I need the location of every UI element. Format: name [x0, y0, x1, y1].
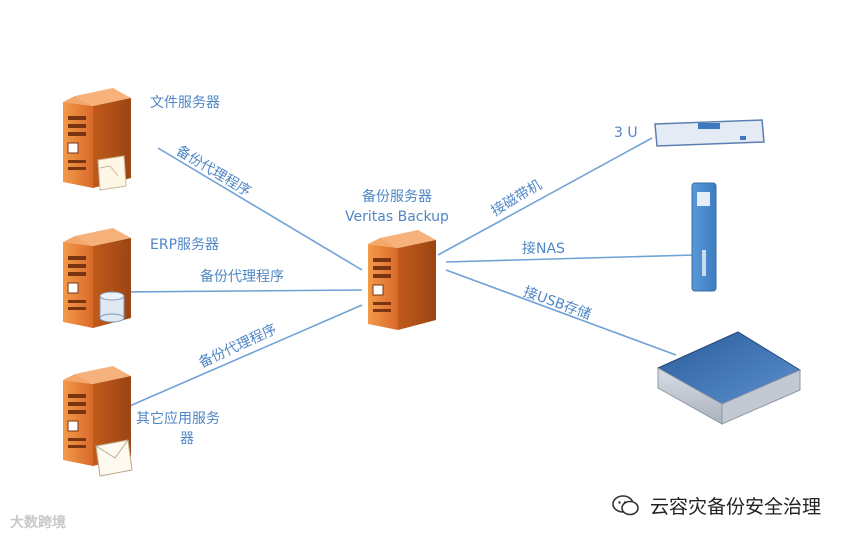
watermark-left-text: 大数跨境: [10, 515, 66, 531]
document-icon: [97, 155, 127, 191]
backup-server-icon: [367, 230, 437, 330]
tape-drive-label: 3 U: [614, 125, 638, 141]
backup-server-label-line1: 备份服务器: [362, 189, 432, 205]
erp-server-label: ERP服务器: [150, 237, 220, 253]
edge-erp-to-backup: [117, 289, 363, 293]
watermark-right: 云容灾备份安全治理: [612, 492, 821, 519]
other-server-label-line1: 其它应用服务: [136, 411, 220, 427]
wechat-icon: [612, 494, 639, 515]
usb-storage-icon: [656, 331, 802, 425]
watermark-right-text: 云容灾备份安全治理: [650, 496, 822, 518]
nas-device-icon: [691, 182, 717, 292]
edge-file-to-backup: [157, 147, 363, 271]
agent-label-2: 备份代理程序: [200, 269, 284, 285]
file-server-icon: [63, 88, 132, 191]
envelope-icon: [95, 439, 133, 477]
watermark-left: 大数跨境: [10, 512, 66, 532]
database-icon: [99, 291, 125, 323]
other-server-icon: [63, 366, 133, 477]
edge-backup-to-usb: [445, 269, 677, 356]
edge-backup-to-nas: [445, 254, 695, 263]
backup-server-label-line2: Veritas Backup: [345, 209, 449, 225]
erp-server-icon: [63, 228, 132, 328]
tape-drive-icon: [654, 119, 765, 147]
file-server-label: 文件服务器: [150, 95, 220, 111]
connection-lines: [117, 137, 695, 409]
edge-other-to-backup: [124, 304, 363, 409]
edge-backup-to-tape: [437, 137, 653, 256]
nas-edge-label: 接NAS: [522, 241, 565, 257]
other-server-label-line2: 器: [180, 431, 194, 447]
